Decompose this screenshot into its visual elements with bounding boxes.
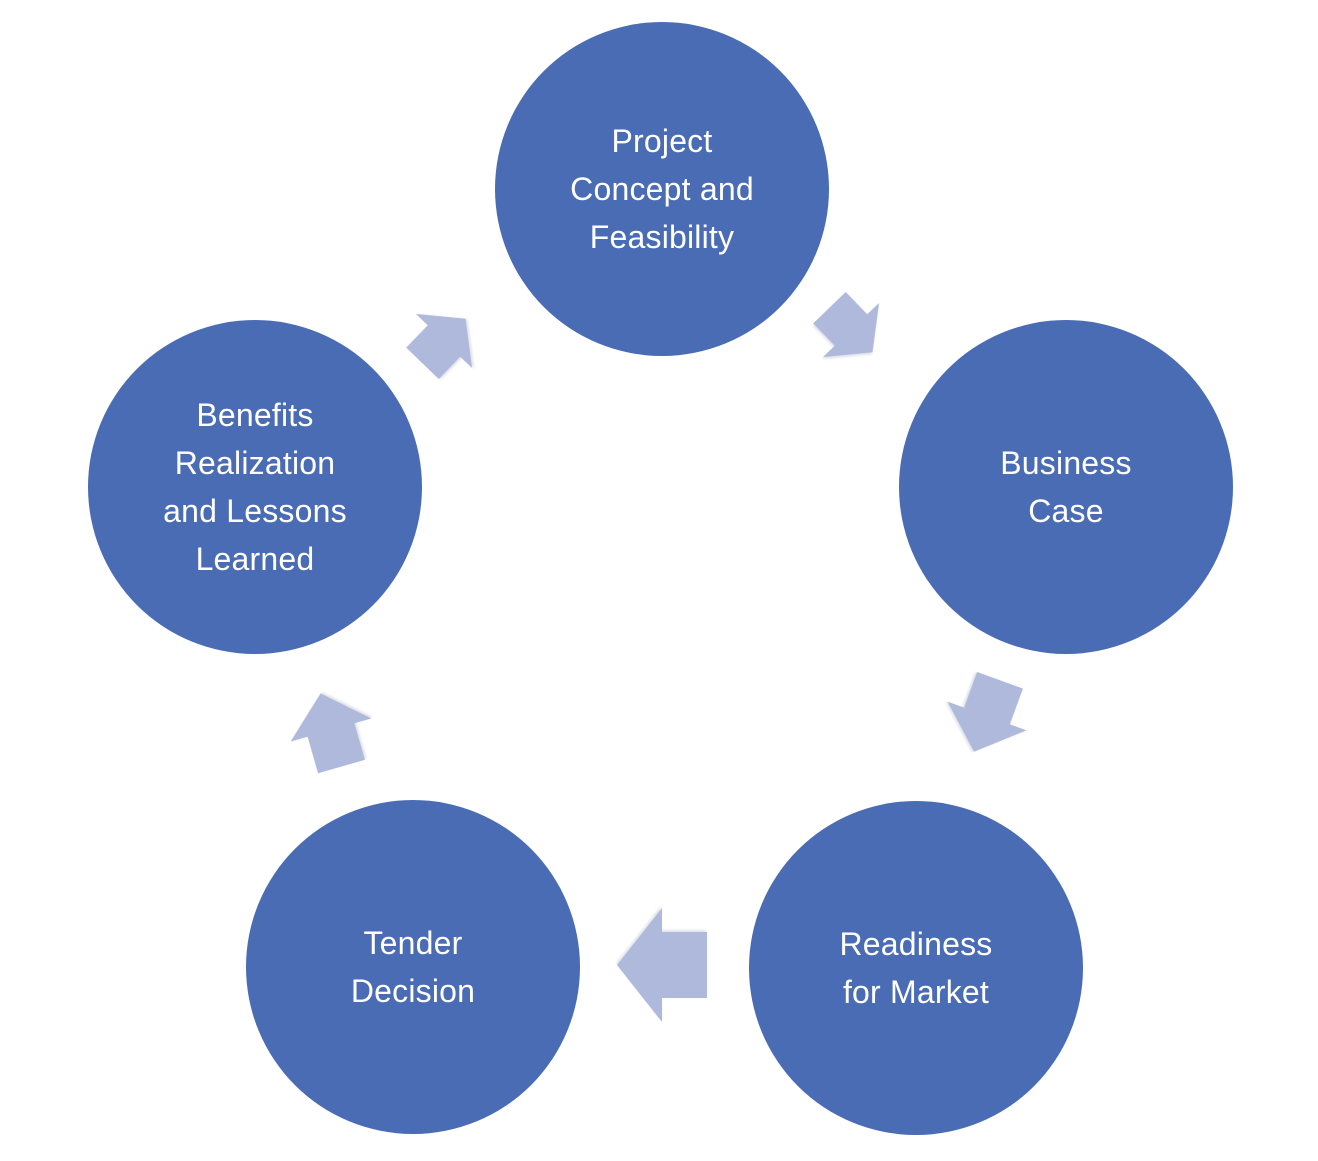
arrow-icon-readiness-to-tender [617, 908, 707, 1022]
node-label-business-case: Business Case [1000, 445, 1132, 529]
node-business-case: Business Case [899, 320, 1233, 654]
node-benefits-realization-and-lessons-learned: Benefits Realization and Lessons Learned [88, 320, 422, 654]
node-label-readiness-for-market: Readiness for Market [839, 926, 993, 1010]
node-label-project-concept-and-feasibility: Project Concept and Feasibility [570, 123, 754, 255]
node-label-benefits-realization-and-lessons-learned: Benefits Realization and Lessons Learned [163, 397, 347, 577]
arrow-icon-tender-to-benefits [280, 682, 382, 778]
arrow-icon-project-to-business [801, 281, 900, 380]
node-project-concept-and-feasibility: Project Concept and Feasibility [495, 22, 829, 356]
node-readiness-for-market: Readiness for Market [749, 801, 1083, 1135]
node-tender-decision: Tender Decision [246, 800, 580, 1134]
arrow-icon-benefits-to-project [394, 292, 493, 391]
node-label-tender-decision: Tender Decision [350, 925, 476, 1009]
arrow-icon-business-to-readiness [935, 666, 1040, 766]
